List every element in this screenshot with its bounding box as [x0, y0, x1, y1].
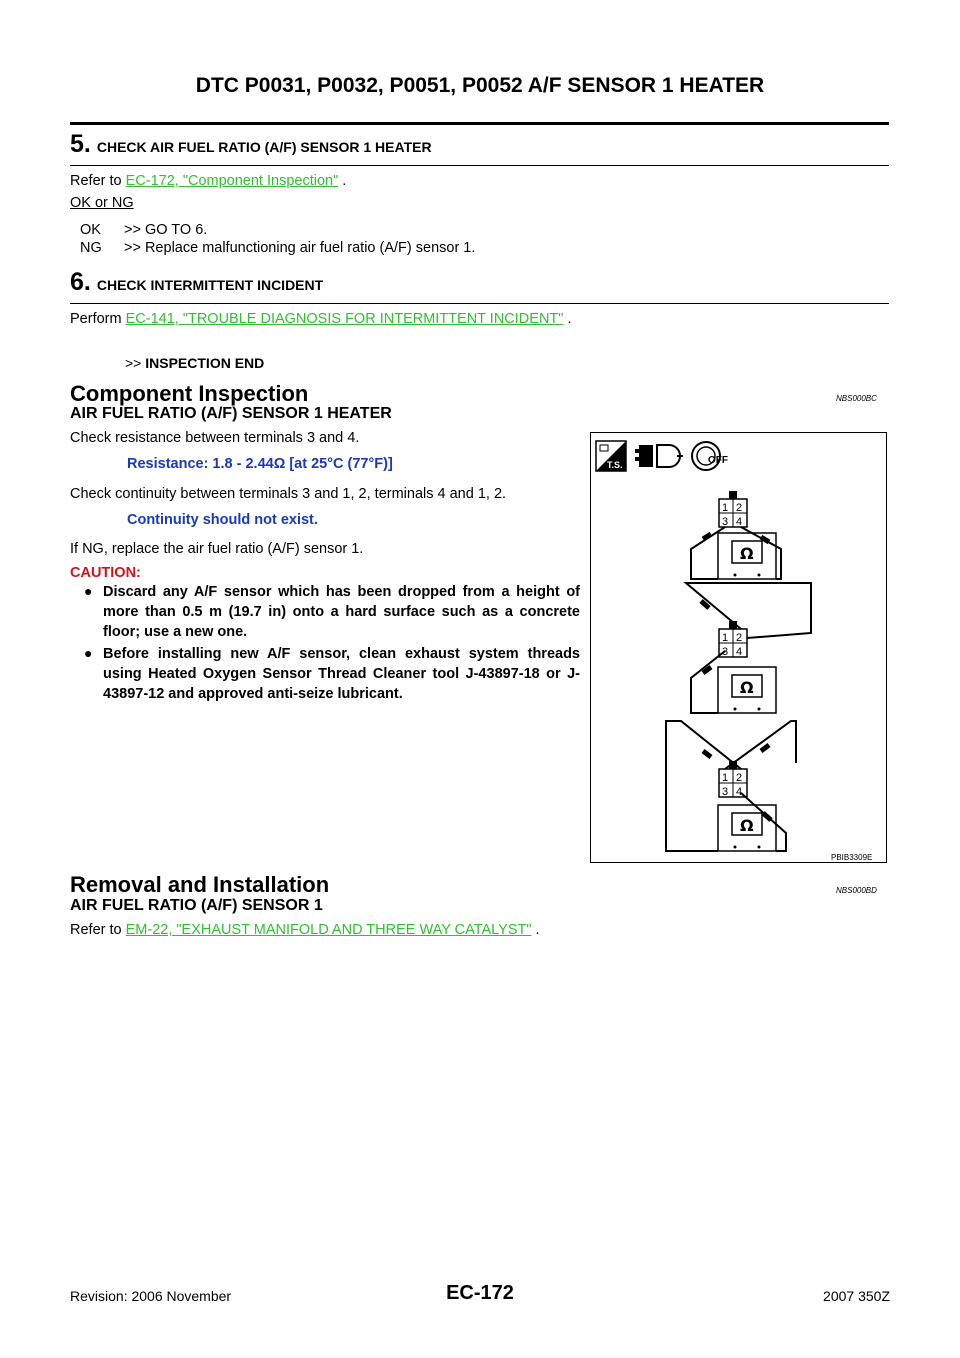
component-inspection-title: Component Inspection — [70, 381, 309, 406]
bullet-dot: ● — [84, 645, 93, 661]
svg-text:3: 3 — [722, 786, 728, 798]
svg-text:2: 2 — [736, 632, 742, 644]
inspection-end: >> INSPECTION END — [125, 355, 264, 371]
refer-suffix: . — [338, 173, 347, 189]
step-6-number: 6. — [70, 268, 91, 296]
refer-prefix: Refer to — [70, 922, 126, 938]
component-inspection-code: NBS000BC — [836, 394, 877, 403]
meter-3: 1 2 3 4 Ω — [665, 720, 797, 852]
caution-bullet-1: Discard any A/F sensor which has been dr… — [103, 584, 580, 640]
svg-text:1: 1 — [722, 502, 728, 514]
ng-label: NG — [80, 240, 102, 256]
refer-prefix: Refer to — [70, 173, 126, 189]
check-continuity-text: Check continuity between terminals 3 and… — [70, 486, 507, 502]
svg-text:Ω: Ω — [740, 816, 754, 835]
removal-subtitle: AIR FUEL RATIO (A/F) SENSOR 1 — [70, 897, 323, 914]
svg-text:2: 2 — [736, 502, 742, 514]
figure-code: PBIB3309E — [831, 853, 872, 862]
svg-text:Ω: Ω — [740, 544, 754, 563]
svg-text:4: 4 — [736, 516, 742, 528]
ts-icon: T.S. — [595, 440, 627, 472]
connector-icon — [635, 444, 683, 468]
svg-text:OFF: OFF — [708, 455, 728, 466]
end-arrow: >> — [125, 355, 142, 371]
svg-text:4: 4 — [736, 646, 742, 658]
step-5-title: CHECK AIR FUEL RATIO (A/F) SENSOR 1 HEAT… — [96, 139, 432, 155]
removal-title: Removal and Installation — [70, 872, 330, 897]
meter-2: 1 2 3 4 Ω — [683, 582, 812, 714]
perform-suffix: . — [563, 311, 572, 327]
continuity-spec: Continuity should not exist. — [127, 512, 318, 528]
step-6-title: CHECK INTERMITTENT INCIDENT — [96, 277, 324, 293]
removal-code: NBS000BD — [836, 886, 877, 895]
component-inspection-link[interactable]: EC-172, "Component Inspection" — [125, 173, 339, 189]
step-6-perform: Perform EC-141, "TROUBLE DIAGNOSIS FOR I… — [70, 311, 571, 327]
step-5-number: 5. — [70, 130, 91, 158]
component-inspection-subtitle: AIR FUEL RATIO (A/F) SENSOR 1 HEATER — [70, 405, 392, 422]
ok-result: >> GO TO 6. — [124, 222, 208, 238]
end-text: INSPECTION END — [145, 355, 265, 371]
perform-prefix: Perform — [70, 311, 126, 327]
svg-text:Ω: Ω — [740, 678, 754, 697]
inspection-figure: T.S. OFF 1 2 3 4 Ω — [590, 432, 887, 863]
ok-ng-label: OK or NG — [70, 195, 134, 211]
svg-text:T.S.: T.S. — [607, 460, 623, 470]
footer-page-number: EC-172 — [446, 1282, 514, 1304]
step-5-refer: Refer to EC-172, "Component Inspection" … — [70, 173, 346, 189]
ok-label: OK — [80, 222, 101, 238]
bullet-dot: ● — [84, 583, 93, 599]
ignition-off-icon: OFF — [691, 441, 728, 471]
svg-text:3: 3 — [722, 516, 728, 528]
svg-text:2: 2 — [736, 772, 742, 784]
svg-text:1: 1 — [722, 632, 728, 644]
figure-svg: T.S. OFF 1 2 3 4 Ω — [595, 440, 872, 862]
check-resistance-text: Check resistance between terminals 3 and… — [70, 430, 360, 446]
removal-refer: Refer to EM-22, "EXHAUST MANIFOLD AND TH… — [70, 922, 540, 938]
refer-suffix: . — [531, 922, 540, 938]
if-ng-text: If NG, replace the air fuel ratio (A/F) … — [70, 541, 364, 557]
step-5-heading: 5. CHECK AIR FUEL RATIO (A/F) SENSOR 1 HE… — [70, 130, 889, 166]
header-rule — [70, 122, 889, 125]
footer-model: 2007 350Z — [823, 1288, 890, 1304]
meter-1: 1 2 3 4 Ω — [690, 491, 782, 580]
ng-result: >> Replace malfunctioning air fuel ratio… — [124, 240, 476, 256]
exhaust-manifold-link[interactable]: EM-22, "EXHAUST MANIFOLD AND THREE WAY C… — [125, 922, 532, 938]
caution-bullet-2: Before installing new A/F sensor, clean … — [103, 646, 580, 702]
resistance-spec: Resistance: 1.8 - 2.44Ω [at 25°C (77°F)] — [127, 456, 393, 472]
svg-text:1: 1 — [722, 772, 728, 784]
svg-text:4: 4 — [736, 786, 742, 798]
footer-revision: Revision: 2006 November — [70, 1288, 232, 1304]
intermittent-incident-link[interactable]: EC-141, "TROUBLE DIAGNOSIS FOR INTERMITT… — [125, 311, 564, 327]
step-6-heading: 6. CHECK INTERMITTENT INCIDENT — [70, 268, 889, 304]
caution-label: CAUTION: — [70, 565, 141, 581]
page-title: DTC P0031, P0032, P0051, P0052 A/F SENSO… — [195, 74, 765, 97]
